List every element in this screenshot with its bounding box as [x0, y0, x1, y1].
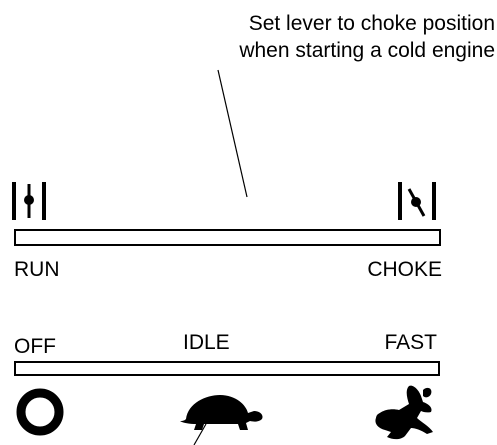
- choke-open-icon: [12, 182, 46, 220]
- throttle-lever-track: [14, 361, 440, 376]
- turtle-leader-line: [193, 423, 207, 445]
- choke-lever-track: [14, 229, 441, 246]
- instruction-line-1: Set lever to choke position: [248, 12, 495, 35]
- turtle-icon: [180, 395, 263, 430]
- instruction-line-2: when starting a cold engine: [239, 39, 495, 62]
- rabbit-icon: [375, 385, 433, 440]
- off-label: OFF: [14, 335, 56, 358]
- off-circle-icon: [16, 388, 64, 436]
- choke-closed-icon: [398, 182, 436, 220]
- instruction-leader-line: [217, 69, 248, 198]
- run-label: RUN: [14, 258, 60, 281]
- fast-label: FAST: [384, 331, 437, 354]
- idle-label: IDLE: [183, 331, 230, 354]
- choke-instruction: Set lever to choke position when startin…: [150, 10, 495, 64]
- choke-label: CHOKE: [367, 258, 442, 281]
